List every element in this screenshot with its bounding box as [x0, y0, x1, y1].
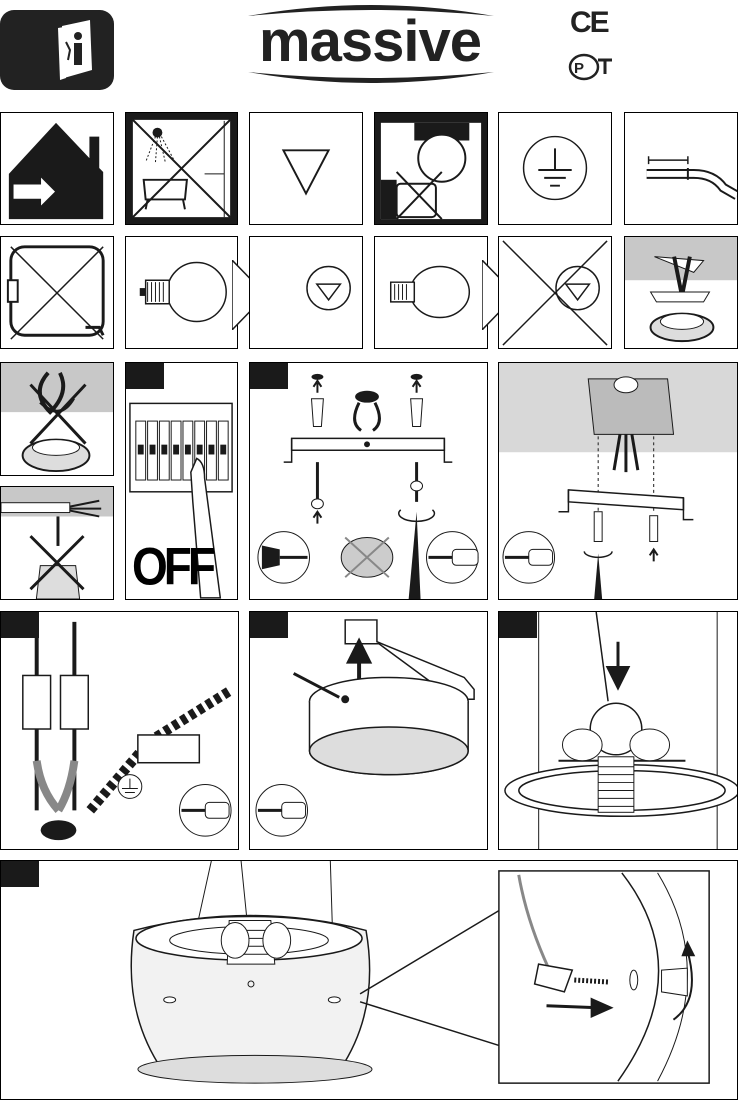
- cable-strip-icon: [624, 112, 738, 225]
- step-insert-bulbs: [498, 611, 738, 850]
- no-dimmer-icon: [374, 112, 488, 225]
- step-attach-bracket: [498, 362, 738, 600]
- step-power-off: OFF: [125, 362, 238, 600]
- not-for-bathroom-icon: [125, 112, 238, 225]
- ce-mark: CE: [570, 6, 608, 40]
- triangle-class-icon: [249, 112, 363, 225]
- bulb-large-icon: [125, 236, 238, 349]
- earth-ground-icon: [498, 112, 612, 225]
- brand-logo: massive: [246, 12, 494, 72]
- no-switched-cord-icon: [0, 236, 114, 349]
- half-shade-ok-icon: [249, 236, 363, 349]
- svg-text:P: P: [574, 60, 584, 77]
- step-mount-canopy: [249, 611, 488, 850]
- manual-info-icon: [0, 10, 114, 90]
- no-cable-pinch-icon: [0, 486, 114, 600]
- brand-swoosh-bottom: [246, 70, 496, 92]
- step-attach-glass-shade: [0, 860, 738, 1100]
- ceiling-mount-icon: [624, 236, 738, 349]
- half-shade-no-icon: [498, 236, 612, 349]
- step-wire-connect: [0, 611, 239, 850]
- no-wires-crushed-icon: [0, 362, 114, 476]
- step-drill-bracket: [249, 362, 488, 600]
- bulb-small-icon: [374, 236, 488, 349]
- indoor-use-icon: [0, 112, 114, 225]
- pct-certification-mark: P: [568, 52, 614, 82]
- off-label: OFF: [132, 535, 212, 597]
